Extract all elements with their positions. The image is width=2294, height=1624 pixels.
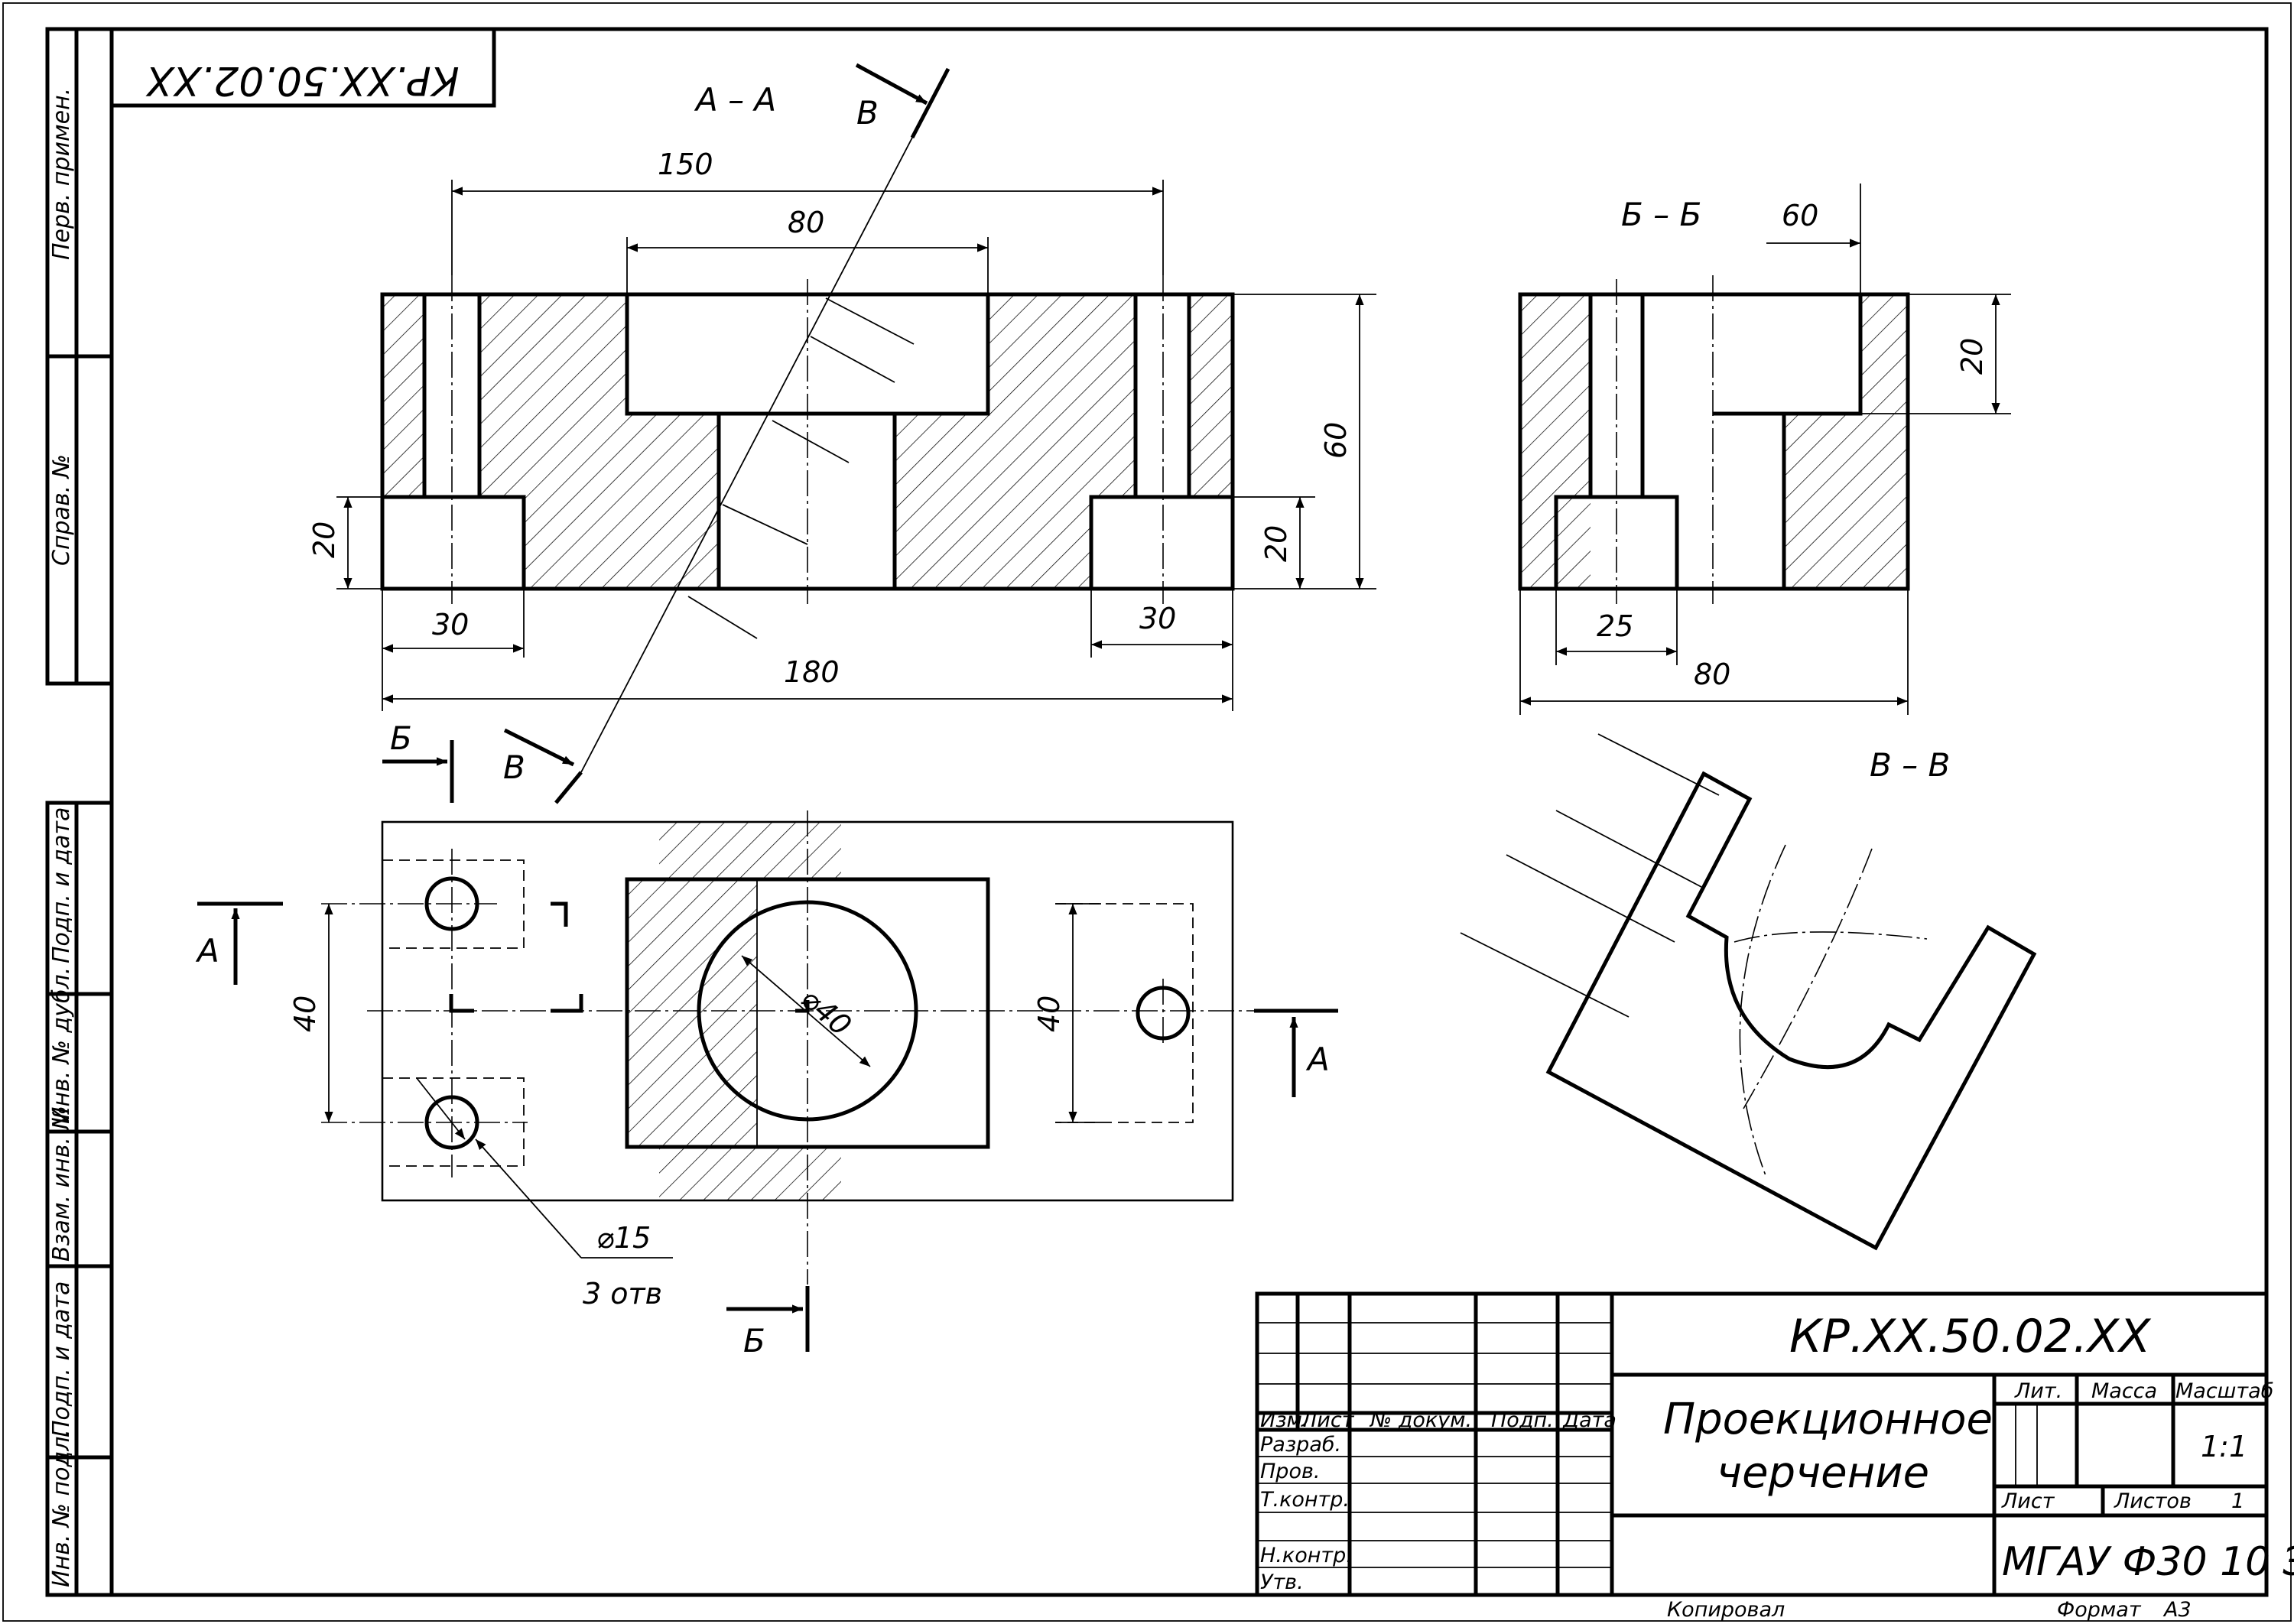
title-col-izm: Изм.: [1260, 1408, 1309, 1432]
dim-20-right: 20: [1259, 525, 1293, 562]
title-sheet: Лист: [2001, 1489, 2055, 1513]
side-label-inv-dubl: Инв. № дубл.: [48, 967, 75, 1124]
dim-80: 80: [788, 206, 824, 239]
dim-dia40: ⌀40: [794, 982, 858, 1043]
dims-top-view: 40 40 ⌀15 3 отв: [288, 903, 1101, 1311]
cutting-plane-v: [503, 63, 950, 804]
section-arrows: [197, 740, 1338, 1352]
side-label-podp-data-1: Подп. и дата: [48, 807, 75, 963]
code-stamp-text: КР.ХХ.50.02.ХХ: [145, 57, 460, 103]
dim-holes: 3 отв: [583, 1277, 662, 1311]
title-razrab: Разраб.: [1260, 1433, 1341, 1457]
title-org: МГАУ Ф30 10 ЭЛ: [2002, 1539, 2294, 1585]
dim-180: 180: [784, 655, 840, 689]
dims-a-a: 150 80 60 20 20 30 30 180: [307, 148, 1376, 711]
dim-25: 25: [1597, 609, 1633, 643]
title-sheets: Листов: [2114, 1489, 2192, 1513]
title-tkontr: Т.контр.: [1260, 1488, 1350, 1512]
dim-30-left: 30: [432, 608, 469, 641]
arrow-label-a-right: А: [1305, 1041, 1330, 1078]
dim-30-right: 30: [1139, 602, 1176, 635]
title-masshtab: Масштаб: [2175, 1379, 2273, 1403]
dim-20-bb: 20: [1955, 338, 1989, 375]
title-scale: 1:1: [2201, 1430, 2247, 1463]
section-a-a-label: А – А: [694, 81, 776, 119]
side-label-sprav: Справ. №: [48, 454, 75, 566]
title-utv: Утв.: [1260, 1570, 1304, 1594]
dims-b-b: 60 20 25 80: [1519, 184, 2011, 715]
title-block: [1255, 1291, 2269, 1597]
title-prov: Пров.: [1260, 1460, 1320, 1483]
title-col-list: Лист: [1301, 1408, 1355, 1432]
cut-label-v-bottom: В: [503, 749, 525, 786]
code-stamp-rotated: КР.ХХ.50.02.ХХ: [109, 27, 496, 108]
top-view: [321, 810, 1254, 1285]
dim-40-left: 40: [288, 996, 322, 1032]
section-b-b-view: [1518, 275, 1910, 604]
dim-80-bb: 80: [1694, 658, 1730, 691]
title-col-doc: № докум.: [1369, 1408, 1472, 1432]
title-massa: Масса: [2091, 1379, 2157, 1403]
title-code: КР.ХХ.50.02.ХХ: [1789, 1310, 2152, 1363]
dim-20-left: 20: [307, 521, 341, 558]
side-label-inv-podl: Инв. № подл.: [48, 1429, 75, 1587]
section-v-v-label: В – В: [1870, 746, 1950, 784]
side-label-perv-primen: Перв. примен.: [48, 88, 75, 260]
dim-dia15: ⌀15: [596, 1221, 651, 1255]
arrow-label-b-bottom: Б: [743, 1322, 765, 1359]
title-lit: Лит.: [2014, 1379, 2062, 1403]
section-b-b-label: Б – Б: [1621, 196, 1701, 233]
footer-format-value: А3: [2162, 1598, 2192, 1622]
title-line-1: Проекционное: [1663, 1395, 1993, 1444]
title-col-sign: Подп.: [1491, 1408, 1554, 1432]
title-sheets-count: 1: [2231, 1489, 2244, 1513]
dim-150: 150: [658, 148, 713, 181]
left-side-strip: Перв. примен. Справ. № Подп. и дата Инв.…: [45, 27, 114, 1597]
section-v-v-view: [1460, 733, 2037, 1251]
title-col-date: Дата: [1562, 1408, 1617, 1432]
dim-60: 60: [1319, 422, 1353, 459]
side-label-vzam-inv: Взам. инв. №: [48, 1106, 75, 1262]
cut-label-v-top: В: [856, 94, 879, 132]
section-a-a-view: [380, 275, 1235, 604]
title-line-2: черчение: [1717, 1448, 1929, 1498]
dim-60-top: 60: [1782, 199, 1818, 232]
footer-format: Формат: [2057, 1598, 2142, 1622]
arrow-label-b-top: Б: [390, 719, 412, 757]
footer-kopiroval: Копировал: [1667, 1598, 1785, 1622]
dim-40-right: 40: [1032, 996, 1066, 1032]
side-label-podp-data-2: Подп. и дата: [48, 1281, 75, 1437]
title-nkontr: Н.контр.: [1260, 1544, 1353, 1567]
arrow-label-a-left: А: [195, 932, 219, 970]
